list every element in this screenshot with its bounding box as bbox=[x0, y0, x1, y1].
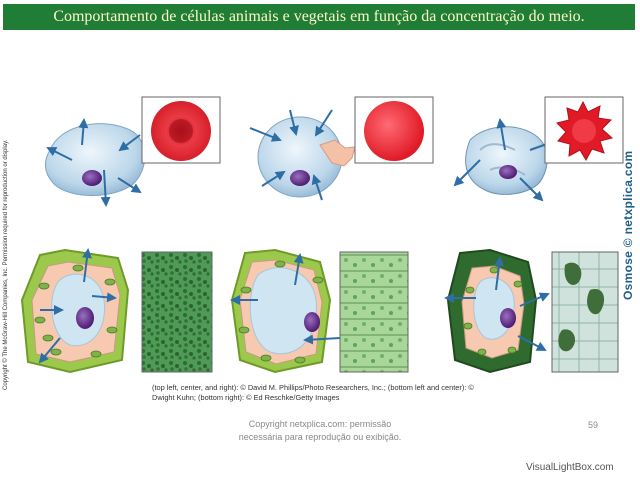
rbc-photo-crenated bbox=[544, 96, 624, 164]
animal-cell-hypotonic bbox=[249, 109, 356, 201]
footer-copyright: Copyright netxplica.com: permissão neces… bbox=[220, 418, 420, 444]
page-number: 59 bbox=[588, 420, 599, 430]
plant-cell-hypertonic bbox=[444, 248, 550, 374]
animal-cell-isotonic bbox=[44, 118, 146, 207]
slide-title: Comportamento de células animais e veget… bbox=[53, 8, 585, 25]
footer-line-1: Copyright netxplica.com: permissão bbox=[248, 419, 392, 429]
rbc-photo-swollen bbox=[354, 96, 434, 164]
plant-cell-isotonic bbox=[20, 248, 130, 374]
animal-cell-hypertonic bbox=[453, 118, 560, 202]
title-bar: Comportamento de células animais e veget… bbox=[3, 4, 635, 30]
plant-photo-hypotonic bbox=[339, 251, 409, 373]
footer-line-2: necessária para reprodução ou exibição. bbox=[238, 432, 402, 442]
site-badge[interactable]: VisualLightBox.com bbox=[526, 462, 614, 473]
plant-photo-isotonic bbox=[141, 251, 213, 373]
rbc-photo-normal bbox=[141, 96, 221, 164]
plant-photo-hypertonic bbox=[551, 251, 619, 373]
plant-cell-hypotonic bbox=[230, 248, 341, 374]
photo-credits: (top left, center, and right): © David M… bbox=[152, 383, 474, 402]
